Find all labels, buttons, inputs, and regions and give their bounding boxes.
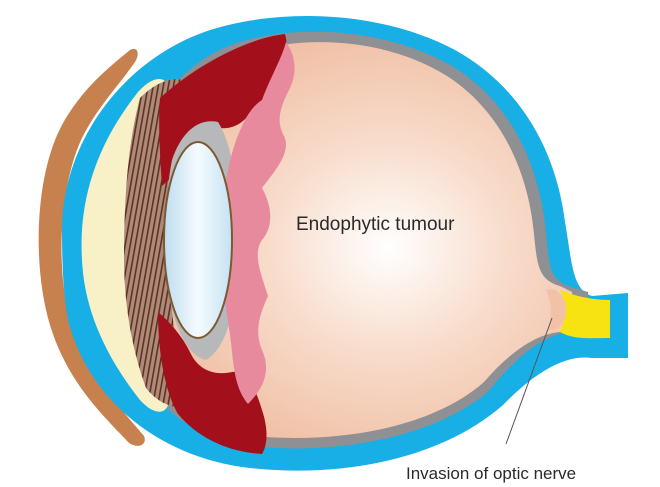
tumour-label: Endophytic tumour [296,215,454,234]
lens [164,142,232,338]
optic-nerve-invasion-label: Invasion of optic nerve [406,465,576,482]
